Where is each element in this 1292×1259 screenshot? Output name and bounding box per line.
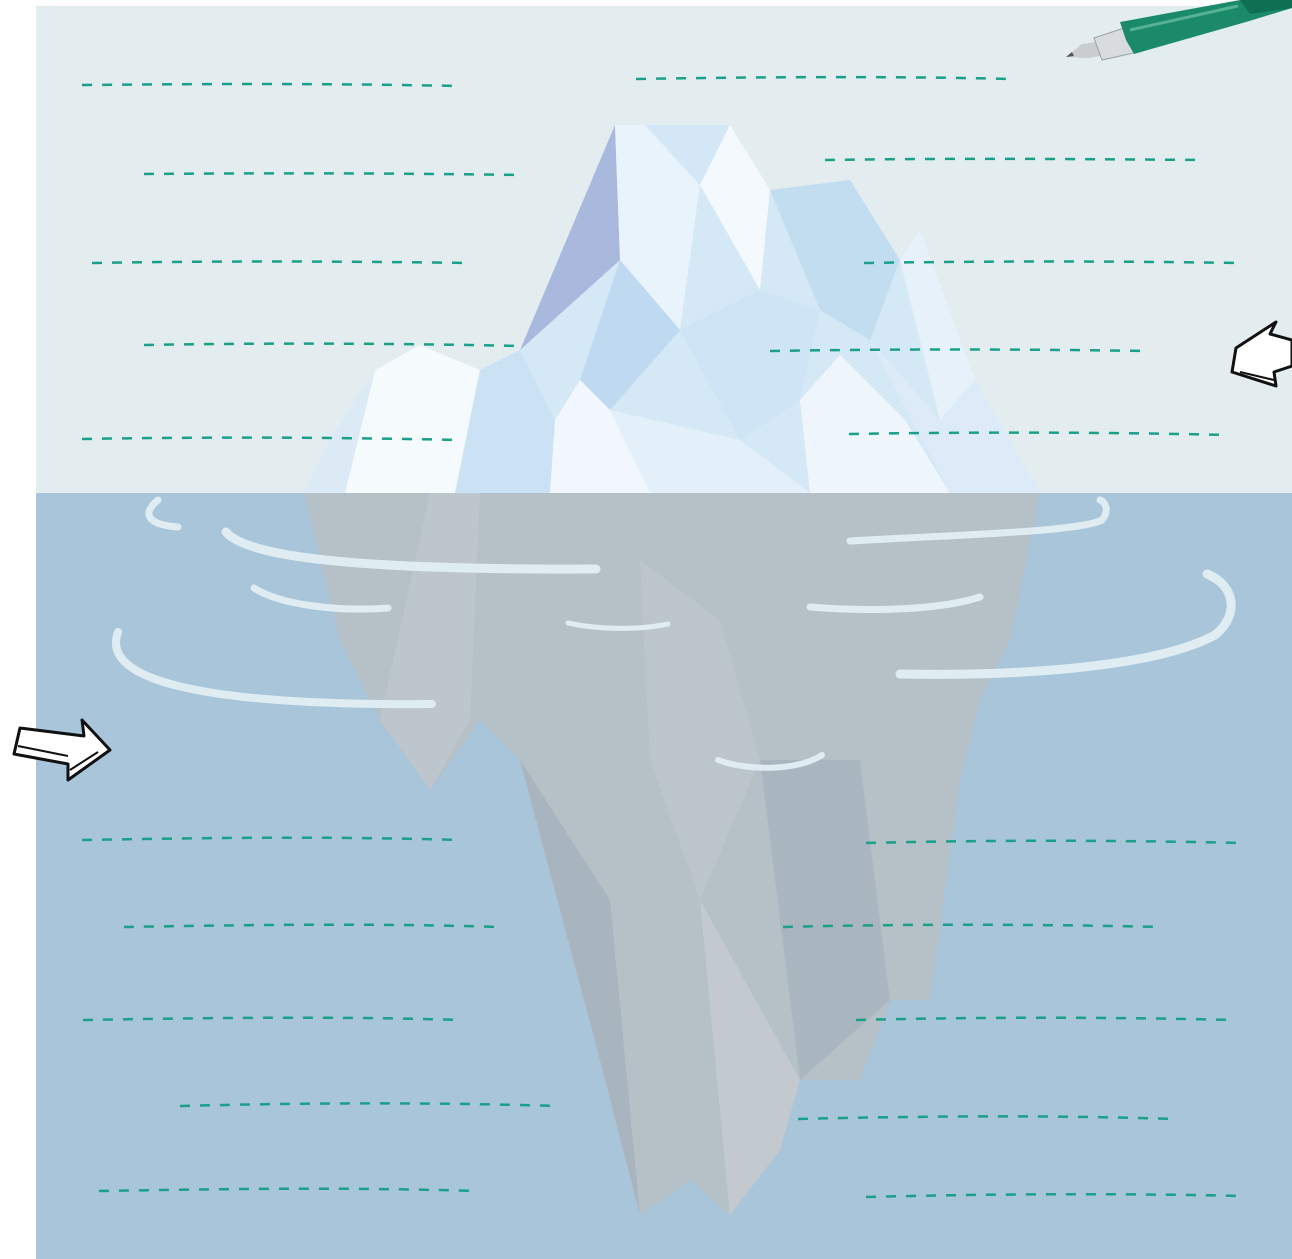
iceberg-worksheet [0, 0, 1292, 1259]
